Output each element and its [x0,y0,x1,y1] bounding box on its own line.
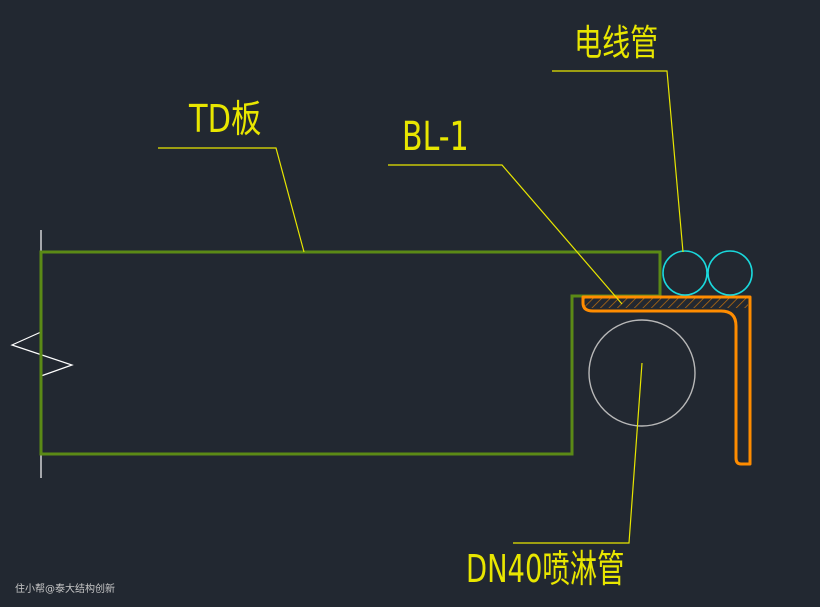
conduit-leader [552,70,684,253]
conduit-circle-right [707,250,753,296]
conduit-label: 电线管 [574,23,659,64]
bl1-leader [388,164,623,305]
watermark: 住小帮@泰大结构创新 [15,584,115,595]
bl1-label: BL-1 [402,114,469,160]
conduit-circle-left [662,250,708,296]
sprinkler-leader [513,362,643,544]
bl1-bracket [581,295,752,466]
td-board-label: TD板 [189,97,262,141]
td-board-leader [158,147,305,253]
sprinkler-label: DN40喷淋管 [466,547,625,591]
sprinkler-pipe-circle [588,319,696,427]
td-board-outline [39,250,662,456]
